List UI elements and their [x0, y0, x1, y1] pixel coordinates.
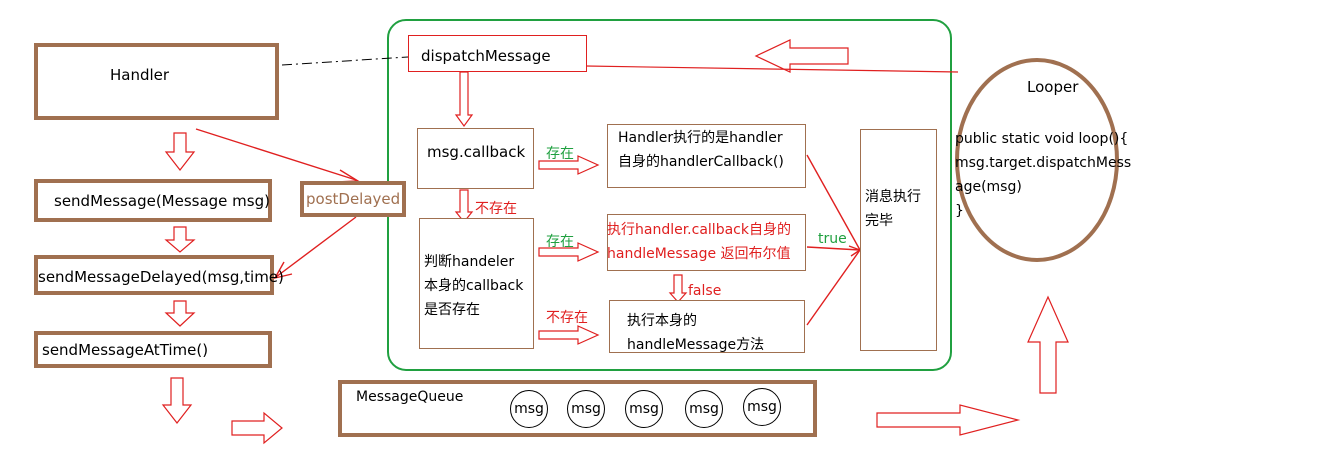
arrow-queue-to-looper [876, 404, 1021, 436]
callback-handle-label: 执行handler.callback自身的 handleMessage 返回布尔… [607, 222, 791, 262]
arrow-exists2 [538, 242, 600, 262]
looper-code: public static void loop(){ msg.target.di… [955, 131, 1132, 219]
message-queue-label: MessageQueue [356, 389, 464, 405]
msg-circle-1: msg [510, 390, 548, 428]
own-handle-label: 执行本身的 handleMessage方法 [627, 313, 765, 353]
send-message-box [34, 179, 272, 222]
send-message-at-time-box [34, 331, 272, 368]
not-exists-label-1: 不存在 [475, 201, 517, 217]
edge-result3-done [806, 249, 861, 326]
edge-post-delayed-head [273, 261, 293, 280]
handler-dispatch-link [281, 56, 409, 66]
arrow-send-down [164, 226, 196, 253]
not-exists-label-2: 不存在 [546, 310, 588, 326]
msg-circle-3: msg [625, 390, 663, 428]
arrow-to-queue [231, 411, 283, 445]
arrow-up-to-looper [1027, 295, 1069, 394]
post-delayed-label: postDelayed [306, 190, 401, 208]
handler-callback-box [607, 124, 806, 188]
arrow-exists1 [538, 155, 600, 175]
looper-dispatch-line [585, 65, 959, 73]
msg-callback-label: msg.callback [427, 143, 526, 161]
send-message-label: sendMessage(Message msg) [54, 192, 270, 210]
send-message-delayed-box [34, 255, 274, 295]
msg-callback-box [417, 128, 534, 189]
handler-callback-label: Handler执行的是handler 自身的handlerCallback() [618, 130, 784, 170]
true-label: true [818, 231, 847, 247]
exists-label-2: 存在 [546, 234, 574, 250]
dispatch-message-label: dispatchMessage [421, 47, 551, 65]
arrow-not-exists2 [538, 325, 600, 345]
arrow-attime-down [161, 377, 193, 424]
edge-result1-done [806, 154, 861, 251]
dispatch-message-box [408, 35, 587, 72]
arrow-handler-down [164, 132, 196, 171]
exists-label-1: 存在 [546, 146, 574, 162]
own-handle-box [609, 300, 805, 353]
handler-box [34, 43, 279, 120]
looper-label: Looper [1027, 78, 1079, 96]
callback-handle-box [607, 214, 806, 271]
msg-circle-5: msg [743, 388, 781, 426]
check-callback-box [419, 218, 534, 349]
false-label: false [688, 283, 722, 299]
edge-handler-post [195, 128, 357, 181]
post-delayed-box [300, 181, 406, 217]
send-message-delayed-label: sendMessageDelayed(msg,time) [38, 268, 284, 286]
check-callback-label: 判断handeler 本身的callback 是否存在 [424, 254, 524, 318]
message-queue-box [338, 380, 817, 437]
edge-result2-done [806, 246, 861, 251]
handler-label: Handler [110, 66, 170, 84]
arrow-delayed-down [164, 300, 196, 327]
send-message-at-time-label: sendMessageAtTime() [42, 341, 209, 359]
msg-circle-4: msg [685, 390, 723, 428]
done-label: 消息执行 完毕 [865, 189, 921, 229]
arrow-callback-down [454, 189, 474, 223]
arrow-dispatch-down [454, 71, 474, 128]
done-box [860, 129, 937, 351]
msg-circle-2: msg [567, 390, 605, 428]
arrow-false-down [668, 274, 688, 303]
edge-post-delayed [275, 216, 357, 278]
looper-ellipse [955, 58, 1119, 262]
arrow-looper-to-dispatch [754, 39, 849, 73]
